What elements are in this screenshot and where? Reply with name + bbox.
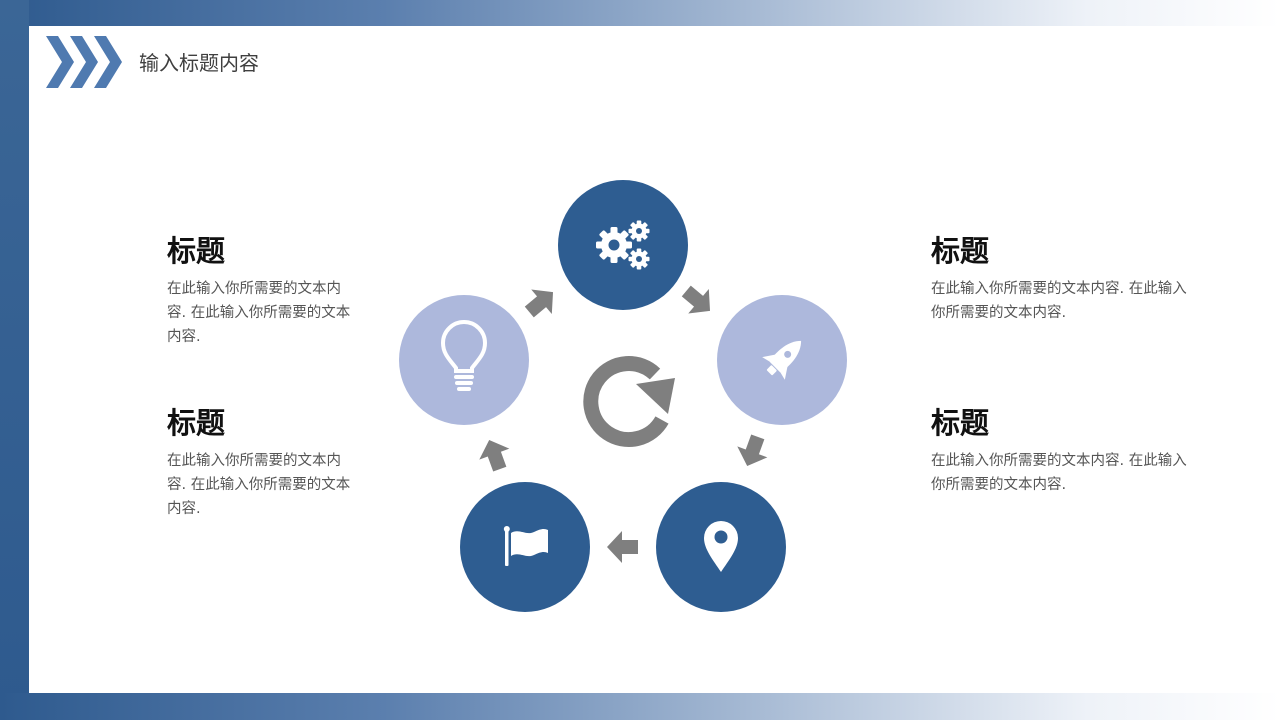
arrow-2-icon [737, 434, 768, 466]
map-pin-icon [704, 521, 738, 572]
text-block-bottom-right: 标题 在此输入你所需要的文本内容. 在此输入你所需要的文本内容. [931, 406, 1189, 497]
frame-top-bar [0, 0, 1280, 26]
refresh-icon [583, 356, 675, 448]
block-title: 标题 [167, 234, 226, 268]
block-body: 在此输入你所需要的文本内容. 在此输入你所需要的文本内容. [167, 453, 351, 517]
text-block-top-left: 标题 在此输入你所需要的文本内容. 在此输入你所需要的文本内容. [167, 234, 352, 349]
block-body: 在此输入你所需要的文本内容. 在此输入你所需要的文本内容. [167, 281, 351, 345]
flag-icon [503, 526, 548, 566]
cycle-arrows [479, 285, 768, 563]
block-title: 标题 [931, 406, 990, 440]
frame-bottom-bar [0, 693, 1280, 720]
block-body: 在此输入你所需要的文本内容. 在此输入你所需要的文本内容. [931, 281, 1187, 321]
arrow-3-icon [607, 531, 638, 563]
rocket-icon [762, 340, 802, 380]
node-gears [558, 180, 688, 310]
cycle-diagram [399, 180, 847, 612]
text-block-bottom-left: 标题 在此输入你所需要的文本内容. 在此输入你所需要的文本内容. [167, 406, 352, 521]
node-rocket [717, 295, 847, 425]
arrow-1-icon [681, 285, 711, 314]
block-body: 在此输入你所需要的文本内容. 在此输入你所需要的文本内容. [931, 453, 1187, 493]
gears-icon [596, 220, 650, 270]
arrow-4-icon [479, 440, 510, 472]
node-flag [460, 482, 590, 612]
page-title: 输入标题内容 [139, 51, 259, 75]
node-lightbulb [399, 295, 529, 425]
block-title: 标题 [931, 234, 990, 268]
frame-left-bar [0, 0, 29, 720]
node-map-pin [656, 482, 786, 612]
text-block-top-right: 标题 在此输入你所需要的文本内容. 在此输入你所需要的文本内容. [931, 234, 1189, 325]
chevrons-icon [46, 36, 122, 88]
lightbulb-icon [440, 320, 488, 391]
arrow-5-icon [524, 289, 554, 318]
block-title: 标题 [167, 406, 226, 440]
